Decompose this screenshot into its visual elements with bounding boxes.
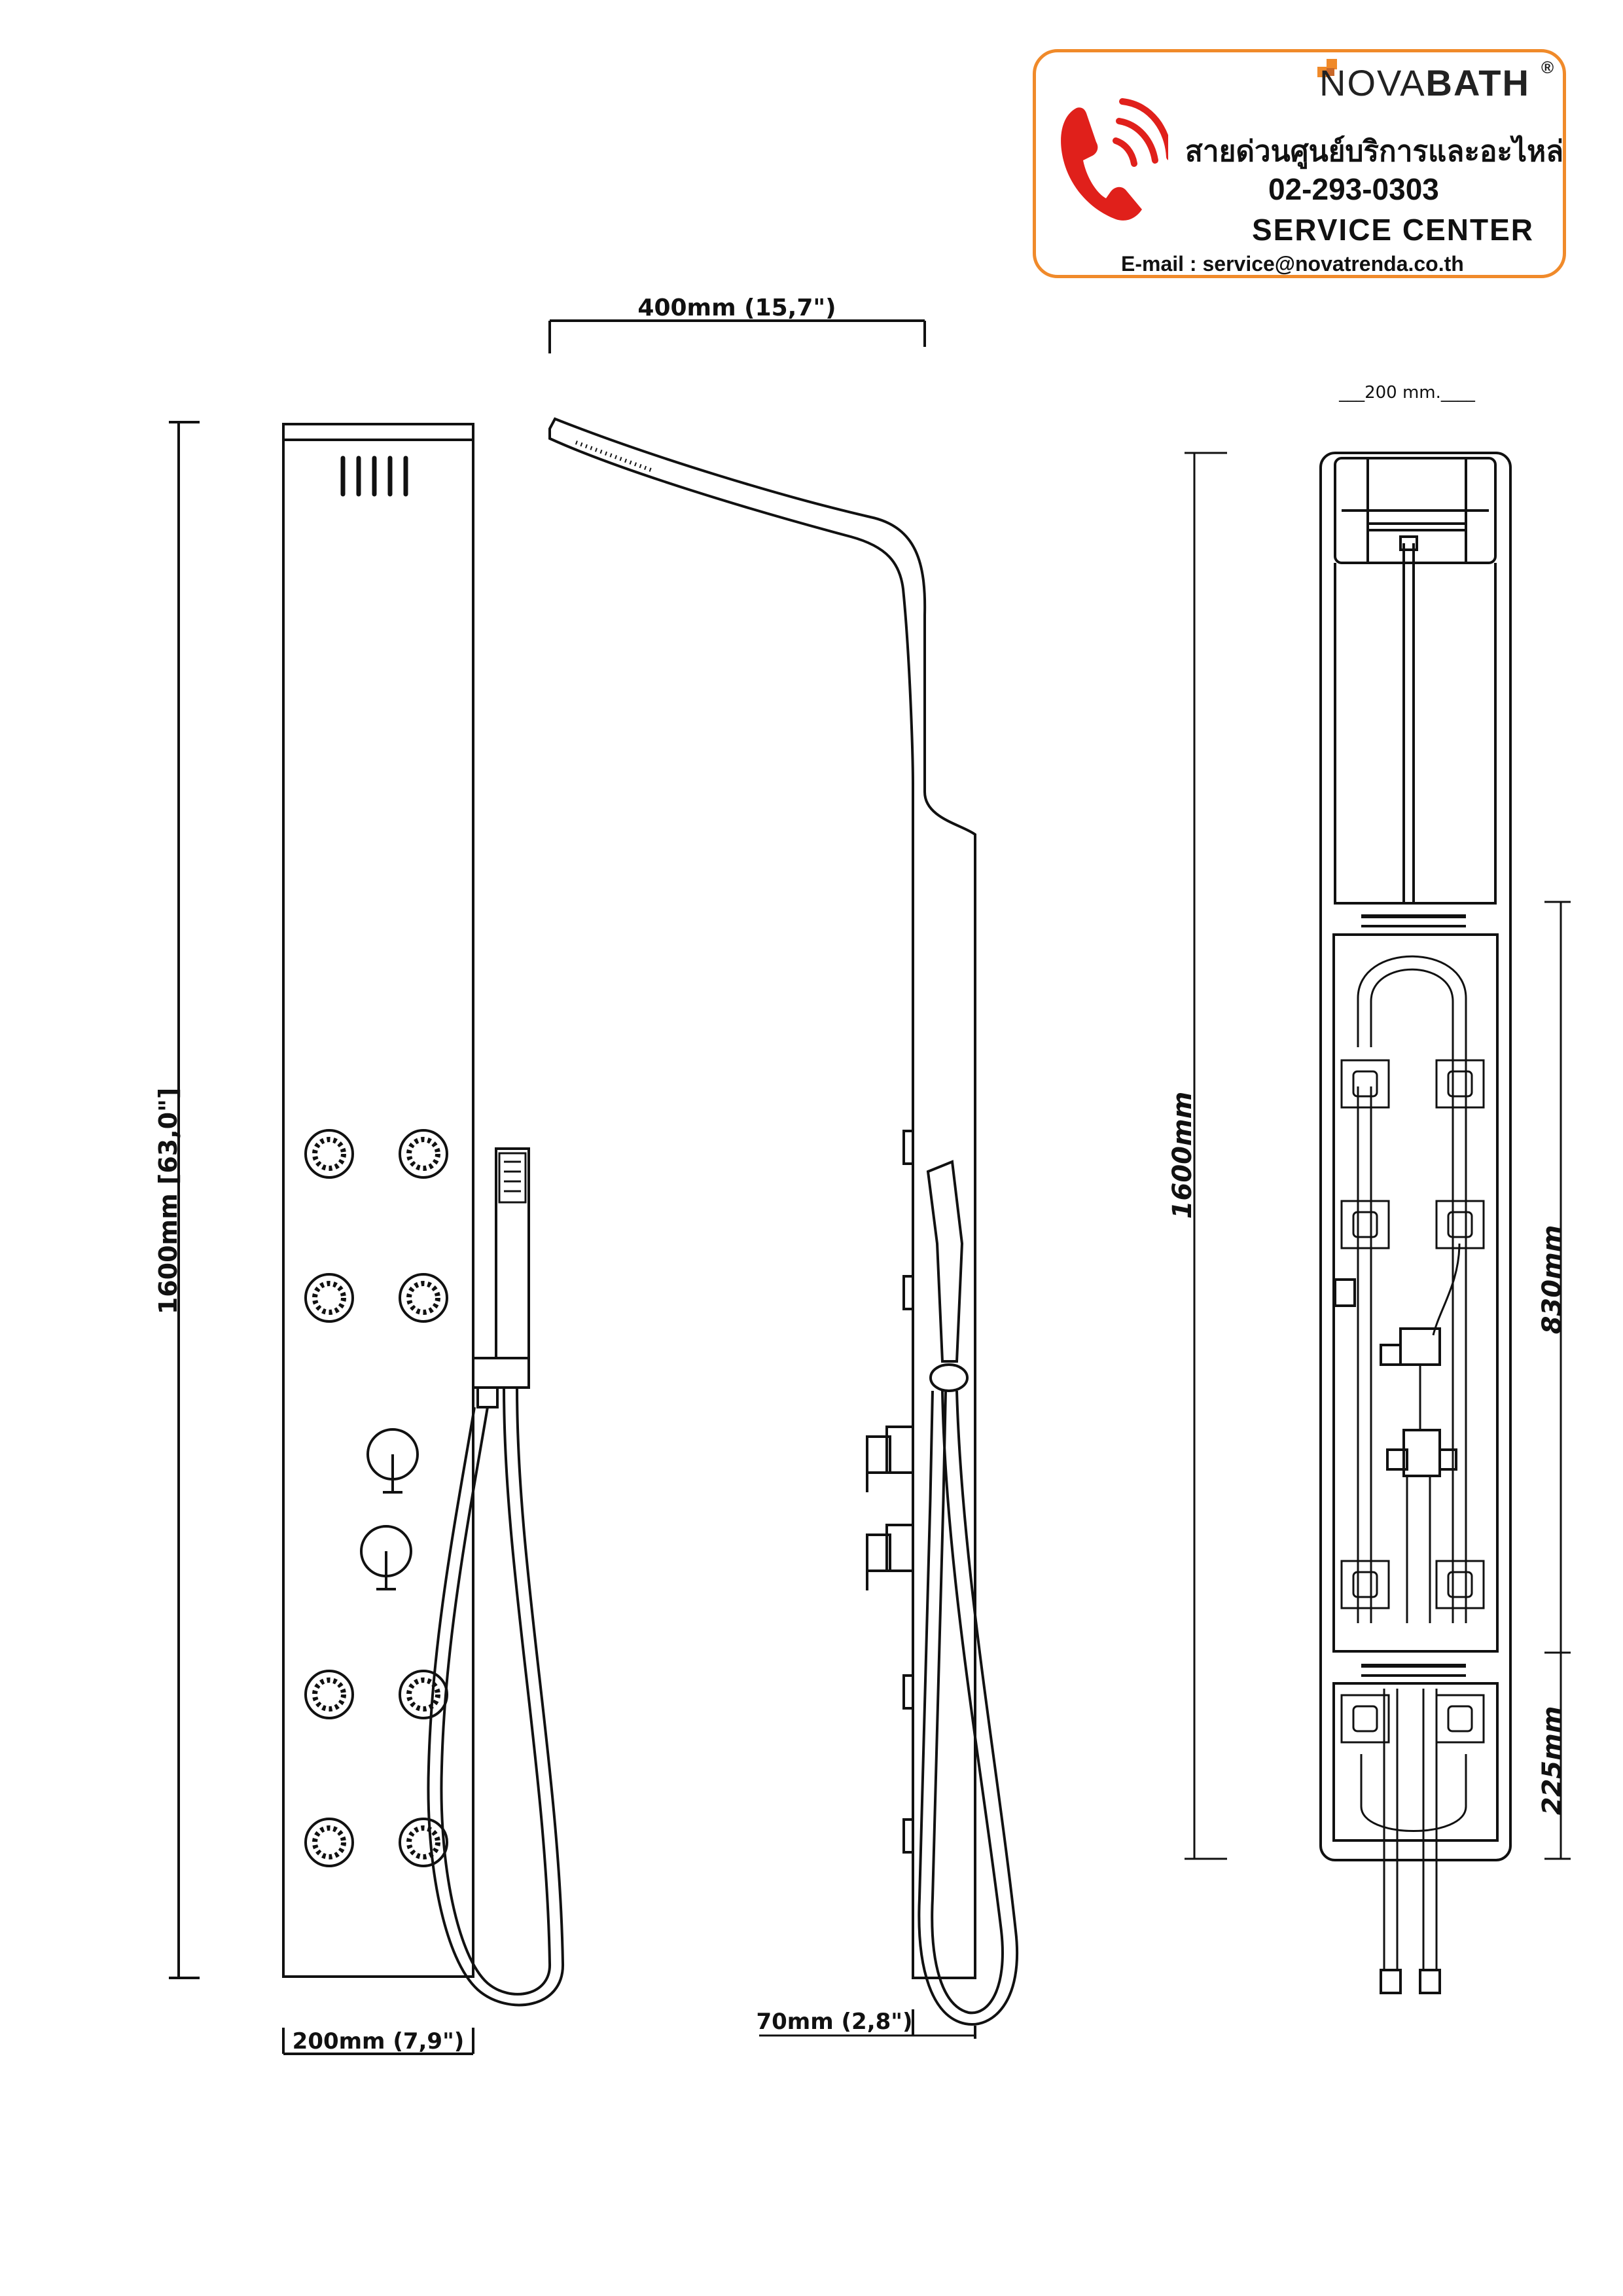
hand-shower-icon bbox=[427, 1147, 565, 2007]
rain-shower-arm bbox=[548, 417, 976, 1979]
back-section-upper-label: 830mm bbox=[1537, 1225, 1567, 1335]
registered-mark: ® bbox=[1541, 58, 1554, 77]
phone-number: 02-293-0303 bbox=[1268, 172, 1439, 206]
back-panel bbox=[1319, 452, 1512, 1861]
side-depth-label: 70mm (2,8") bbox=[756, 2009, 912, 2035]
front-width-label: 200mm (7,9") bbox=[293, 2028, 465, 2054]
side-top-width-label: 400mm (15,7") bbox=[637, 295, 836, 321]
front-view: 1600mm [63,0"] bbox=[154, 421, 565, 2055]
brand-logo: NOVABATH bbox=[1319, 62, 1530, 103]
brand-mark-icon bbox=[1317, 59, 1344, 85]
back-view: ___200 mm.____ 1600mm 830mm 225mm bbox=[1168, 383, 1571, 1994]
jet-fitting-icon bbox=[1340, 1059, 1485, 1744]
side-view: 400mm (15,7") 70mm (2,8") bbox=[548, 295, 1019, 2039]
body-jet-icon bbox=[304, 1129, 448, 1867]
vent-grille bbox=[340, 456, 408, 497]
hotline-label: สายด่วนศูนย์บริการและอะไหล่ bbox=[1185, 135, 1564, 168]
back-section-lower-label: 225mm bbox=[1537, 1706, 1567, 1816]
back-width-label: ___200 mm.____ bbox=[1338, 383, 1476, 403]
front-panel bbox=[282, 423, 474, 1978]
service-center-label: SERVICE CENTER bbox=[1252, 213, 1535, 247]
valve-knob-icon bbox=[360, 1428, 419, 1590]
front-height-label: 1600mm [63,0"] bbox=[154, 1088, 183, 1314]
back-height-label: 1600mm bbox=[1168, 1092, 1198, 1219]
service-contact-card: NOVABATH ® สายด่วนศูนย์บริการและอะไหล่ 0… bbox=[1033, 49, 1566, 278]
phone-ringing-icon bbox=[1061, 98, 1168, 221]
email-label: E-mail : service@novatrenda.co.th bbox=[1121, 252, 1464, 276]
